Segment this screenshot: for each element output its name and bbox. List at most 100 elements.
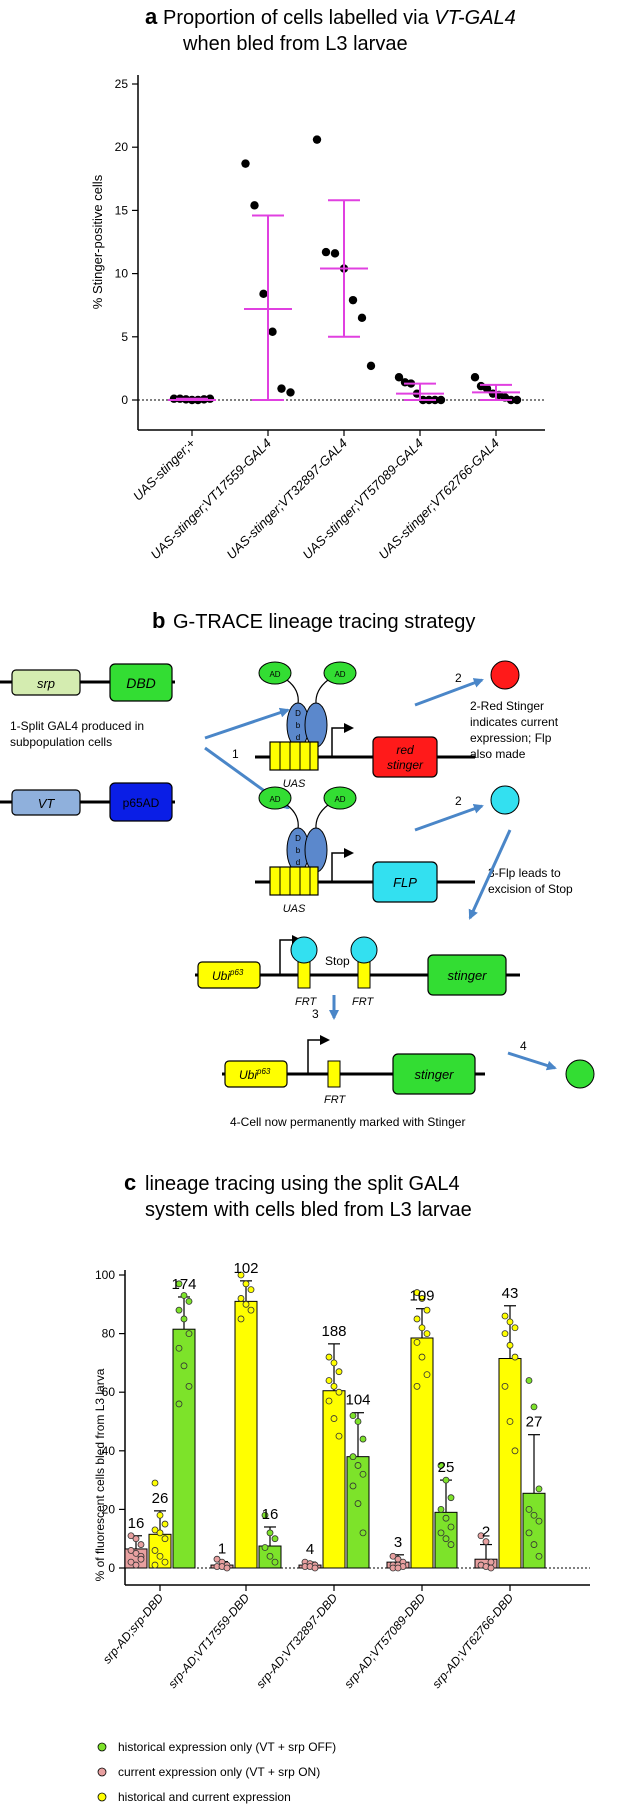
note2-line3: expression; Flp: [470, 731, 552, 745]
panel-c-data-point: [132, 1561, 140, 1569]
uas-flp-module: AD AD D b d UAS FLP: [255, 786, 475, 915]
panel-c-data-point: [349, 1482, 357, 1490]
panel-c-data-point: [335, 1368, 343, 1376]
panel-c-data-point: [418, 1324, 426, 1332]
ubi-sup-1: p63: [229, 968, 244, 977]
panel-c-data-point: [180, 1315, 188, 1323]
panel-c-count-label: 188: [321, 1323, 346, 1340]
panel-a-xtick-label: UAS-stinger;VT57089-GAL4: [300, 436, 427, 563]
panel-a-data-point: [250, 201, 259, 210]
panel-c-data-point: [175, 1344, 183, 1352]
arrow-to-red-stinger: [204, 707, 290, 740]
ad-domain-left-2: [258, 786, 292, 810]
panel-c-data-point: [482, 1538, 490, 1546]
panel-c-data-point: [271, 1558, 279, 1566]
panel-c-data-point: [156, 1529, 164, 1537]
ubi-label-1: Ubip63: [212, 968, 244, 983]
dbd-letter-b-left: b: [296, 721, 301, 730]
p65ad-label: p65AD: [123, 796, 160, 810]
ubi-text-2: Ubi: [239, 1068, 257, 1082]
panel-c-data-point: [151, 1547, 159, 1554]
panel-c-data-point: [442, 1535, 450, 1543]
panel-c-data-point: [213, 1555, 221, 1563]
panel-c-count-label: 27: [526, 1414, 543, 1431]
panel-a-data-point: [241, 159, 250, 168]
arrow-to-green-cell: [507, 1051, 557, 1071]
stop-label: Stop: [325, 954, 350, 968]
panel-c-data-point: [161, 1535, 169, 1543]
panel-c-data-point: [394, 1564, 402, 1572]
step1-label: 1: [232, 747, 239, 761]
dbd-letter-b-2: b: [296, 846, 301, 855]
panel-c-data-point: [423, 1330, 431, 1337]
panel-a-title-prefix: Proportion of cells labelled via: [163, 7, 434, 29]
panel-a-data-point: [268, 327, 277, 336]
panel-c-data-point: [127, 1547, 135, 1554]
panel-c-data-point: [506, 1318, 514, 1326]
panel-c-data-point: [359, 1529, 367, 1537]
panel-c-data-point: [389, 1552, 397, 1560]
ad-domain-right-2: [323, 786, 357, 810]
panel-a-xtick-label: UAS-stinger;VT62766-GAL4: [376, 436, 503, 563]
panel-c-data-point: [354, 1500, 362, 1507]
panel-c-data-point: [137, 1541, 145, 1548]
flp-bound-right: [350, 936, 378, 964]
legend-label-both: historical and current expression: [118, 1790, 291, 1804]
panel-c-data-point: [237, 1295, 245, 1302]
panel-c-data-point: [535, 1552, 543, 1560]
panel-a-points: [168, 135, 522, 405]
flp-box: [372, 861, 438, 903]
panel-c-ytick-label: 60: [102, 1385, 116, 1399]
panel-c-data-point: [530, 1541, 538, 1548]
panel-c-count-label: 109: [409, 1288, 434, 1305]
panel-c-data-point: [423, 1306, 431, 1314]
p65ad-box: [109, 782, 173, 822]
panel-a-data-point: [348, 295, 358, 305]
panel-c-data-point: [325, 1397, 333, 1405]
vt-box: [11, 789, 81, 816]
panel-c-bar: [234, 1300, 258, 1569]
red-stinger-box: [372, 736, 438, 778]
uas-red-stinger-module: AD AD D b d UAS red stinger: [255, 661, 475, 790]
panel-a-data-point: [482, 384, 492, 393]
uas-label-upper: UAS: [283, 778, 306, 790]
panel-c-data-point: [413, 1289, 421, 1296]
panel-b-title: G-TRACE lineage tracing strategy: [173, 611, 475, 633]
panel-c-data-point: [180, 1362, 188, 1370]
panel-c-data-point: [137, 1555, 145, 1563]
panel-c-data-point: [511, 1324, 519, 1332]
panel-c-count-label: 25: [438, 1459, 455, 1476]
panel-c-data-point: [418, 1295, 426, 1302]
panel-c-data-point: [506, 1341, 514, 1349]
panel-c-data-point: [161, 1558, 169, 1566]
panel-a-title: Proportion of cells labelled via VT-GAL4: [163, 7, 516, 29]
dbd-letters-left: D: [295, 709, 301, 718]
panel-c-data-point: [335, 1388, 343, 1396]
panel-a-data-point: [259, 289, 268, 299]
flp-label: FLP: [393, 875, 417, 890]
panel-c-data-point: [413, 1315, 421, 1323]
note1-line1: 1-Split GAL4 produced in: [10, 719, 144, 733]
panel-c-data-point: [437, 1506, 445, 1513]
panel-c-data-point: [487, 1558, 495, 1566]
panel-c-data-point: [127, 1558, 135, 1566]
panel-c-data-point: [330, 1415, 338, 1422]
panel-c-data-point: [271, 1535, 279, 1543]
panel-c-data-point: [349, 1453, 357, 1461]
panel-c-data-point: [423, 1371, 431, 1379]
dbd-letter-d-2: d: [296, 858, 300, 867]
panel-c-data-point: [354, 1462, 362, 1469]
stinger-box-1: [427, 954, 507, 996]
ad-label-left-2: AD: [269, 795, 280, 804]
panel-c-data-point: [242, 1280, 250, 1288]
dbd-letter-d-left: d: [296, 733, 300, 742]
panel-c-data-point: [330, 1359, 338, 1367]
panel-c-data-point: [311, 1564, 319, 1572]
panel-c-data-point: [477, 1532, 485, 1540]
panel-c-count-label: 174: [171, 1276, 196, 1293]
panel-c-data-point: [185, 1330, 193, 1337]
legend-label-historical: historical expression only (VT + srp OFF…: [118, 1740, 336, 1754]
ubi-promoter-arrow-2: [307, 1035, 330, 1074]
uas-box-lower: [269, 866, 319, 896]
